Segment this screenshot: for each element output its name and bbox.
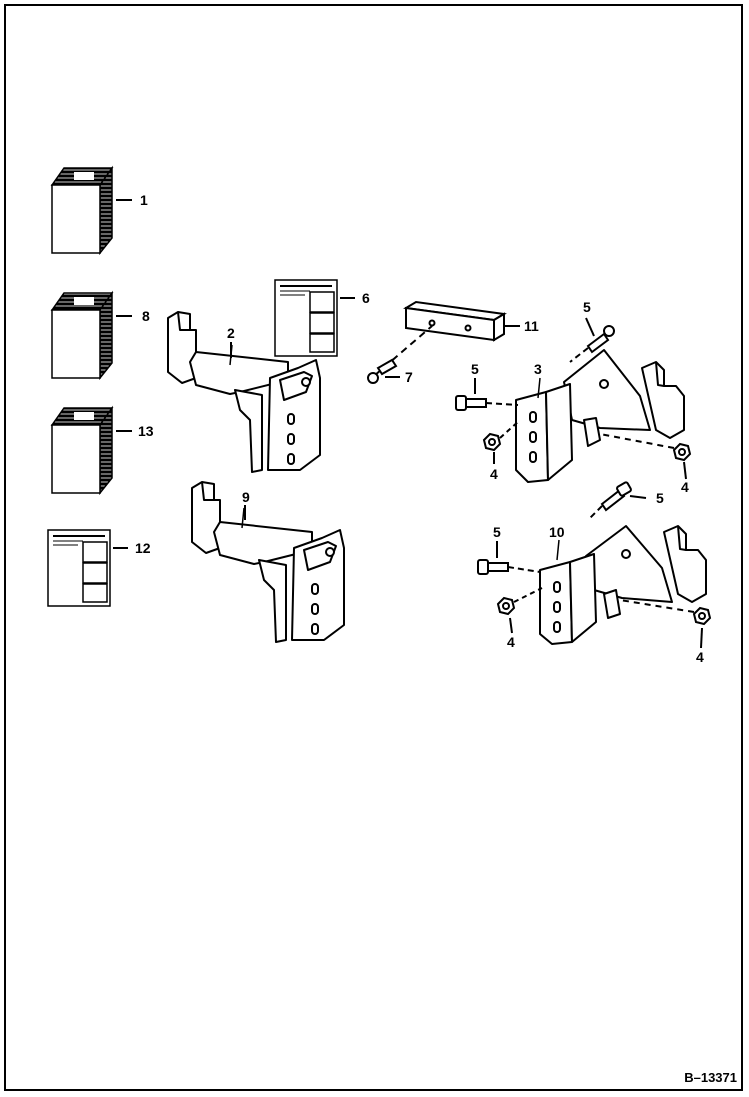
callout-4-d: 4	[696, 649, 704, 665]
callout-13: 13	[138, 423, 154, 439]
bracket-3	[515, 349, 685, 483]
callout-4-a: 4	[490, 466, 498, 482]
callout-10: 10	[549, 524, 565, 540]
nut-4-a	[482, 419, 521, 452]
decal-sheet-12	[47, 529, 111, 607]
figure-reference: B–13371	[684, 1070, 737, 1085]
callout-11: 11	[524, 318, 539, 334]
callout-4-c: 4	[507, 634, 515, 650]
callout-5-upper-left: 5	[471, 361, 479, 377]
nut-4-d	[619, 599, 712, 626]
callout-8: 8	[142, 308, 150, 324]
decal-block-13	[50, 405, 114, 496]
bolt-5-upper-left	[455, 395, 519, 411]
callout-1: 1	[140, 192, 148, 208]
bolt-5-lower-right	[587, 481, 632, 521]
bolt-7	[367, 325, 433, 384]
callout-6: 6	[362, 290, 370, 306]
bracket-2	[167, 311, 321, 473]
decal-block-1	[50, 165, 114, 256]
plate-11	[403, 300, 507, 342]
callout-2: 2	[227, 325, 235, 341]
callout-4-b: 4	[681, 479, 689, 495]
bolt-5-upper-right	[569, 325, 615, 363]
callout-7: 7	[405, 369, 413, 385]
decal-block-8	[50, 290, 114, 381]
callout-5-lower-left: 5	[493, 524, 501, 540]
bolt-5-lower-left	[477, 559, 541, 575]
callout-5-lower-right: 5	[656, 490, 664, 506]
leader-lines	[230, 317, 703, 649]
bracket-9	[191, 481, 345, 643]
callout-3: 3	[534, 361, 542, 377]
diagram-frame	[4, 4, 743, 1091]
nut-4-c	[496, 587, 543, 616]
callout-12: 12	[135, 540, 151, 556]
callout-9: 9	[242, 489, 250, 505]
bracket-10	[539, 525, 707, 645]
callout-5-upper-right: 5	[583, 299, 591, 315]
nut-4-b	[599, 433, 692, 462]
decal-sheet-6	[274, 279, 338, 357]
